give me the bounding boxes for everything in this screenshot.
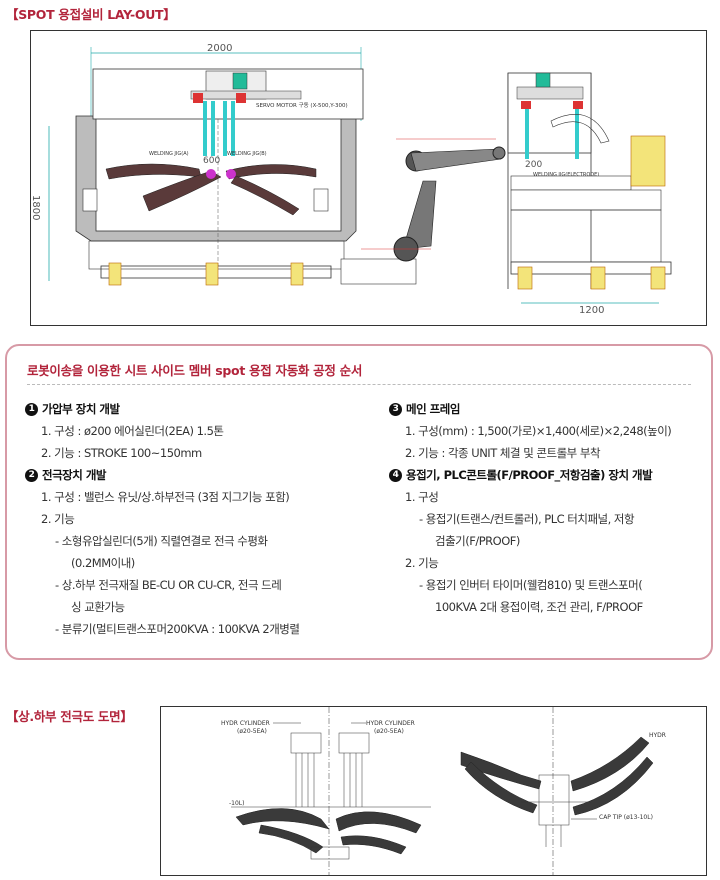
label-cap-tip: CAP TIP (ø13-10L) — [599, 814, 653, 821]
section-title-electrode: 【상.하부 전극도 도면】 — [6, 709, 133, 724]
number-2-icon: 2 — [25, 468, 38, 482]
label-cyl1-spec: (ø20-5EA) — [237, 728, 267, 735]
label-10l: -10L) — [229, 800, 244, 807]
item-2-sub: (0.2MM이내) — [71, 556, 135, 570]
item-4-line: 1. 구성 — [405, 490, 439, 504]
item-2-sub: - 상.하부 전극재질 BE-CU OR CU-CR, 전극 드레 — [55, 578, 282, 592]
item-4-sub: - 용접기(트랜스/컨트롤러), PLC 터치패널, 저항 — [419, 512, 635, 526]
label-hydr: HYDR — [649, 732, 666, 739]
item-2-line: 2. 기능 — [41, 512, 75, 526]
dim-1800: 1800 — [31, 195, 41, 220]
layout-drawing-svg: 2000 1800 SERVO MOTOR 구동 (X-500,Y-300) W… — [31, 43, 672, 316]
item-2-line: 1. 구성 : 밸런스 유닛/상.하부전극 (3점 지그기능 포함) — [41, 490, 290, 504]
item-1-line: 1. 구성 : ø200 에어실린더(2EA) 1.5톤 — [41, 424, 224, 438]
label-jig-a: WELDING JIG(A) — [149, 151, 189, 157]
electrode-drawing-svg: HYDR CYLINDER (ø20-5EA) HYDR CYLINDER (ø… — [221, 707, 666, 875]
item-4-sub: - 용접기 인버터 타이머(웰컴810) 및 트랜스포머( — [419, 578, 643, 592]
divider — [27, 384, 691, 385]
item-4-sub: 100KVA 2대 용접이력, 조건 관리, F/PROOF — [435, 600, 643, 614]
item-4-sub: 검출기(F/PROOF) — [435, 534, 520, 548]
number-3-icon: 3 — [389, 402, 402, 416]
number-1-icon: 1 — [25, 402, 38, 416]
label-cyl2: HYDR CYLINDER — [366, 720, 415, 727]
label-cyl1: HYDR CYLINDER — [221, 720, 270, 727]
item-1-line: 2. 기능 : STROKE 100~150mm — [41, 446, 202, 460]
dim-1200: 1200 — [579, 305, 604, 316]
label-servo: SERVO MOTOR 구동 (X-500,Y-300) — [256, 102, 348, 109]
label-jig-electrode: WELDING JIG(ELECTRODE) — [533, 172, 599, 178]
label-cyl2-spec: (ø20-5EA) — [374, 728, 404, 735]
item-2-sub: - 소형유압실린더(5개) 직렬연결로 전극 수평화 — [55, 534, 268, 548]
process-title: 로봇이송을 이용한 시트 사이드 멤버 spot 용접 자동화 공정 순서 — [27, 363, 363, 378]
layout-drawing: 2000 1800 SERVO MOTOR 구동 (X-500,Y-300) W… — [30, 30, 707, 326]
dim-600: 600 — [203, 156, 220, 166]
dim-2000: 2000 — [207, 43, 232, 54]
section-title-layout: 【SPOT 용접설비 LAY-OUT】 — [6, 7, 176, 22]
number-4-icon: 4 — [389, 468, 402, 482]
item-2-sub: 싱 교환가능 — [71, 600, 125, 614]
label-jig-b: WELDING JIG(B) — [227, 151, 267, 157]
item-2-sub: - 분류기(멀티트랜스포머200KVA : 100KVA 2개병렬 — [55, 622, 300, 636]
item-4-line: 2. 기능 — [405, 556, 439, 570]
dim-200: 200 — [525, 160, 542, 170]
item-3-line: 1. 구성(mm) : 1,500(가로)×1,400(세로)×2,248(높이… — [405, 424, 672, 438]
item-3-line: 2. 기능 : 각종 UNIT 체결 및 콘트롤부 부착 — [405, 446, 601, 460]
electrode-drawing: HYDR CYLINDER (ø20-5EA) HYDR CYLINDER (ø… — [160, 706, 707, 876]
